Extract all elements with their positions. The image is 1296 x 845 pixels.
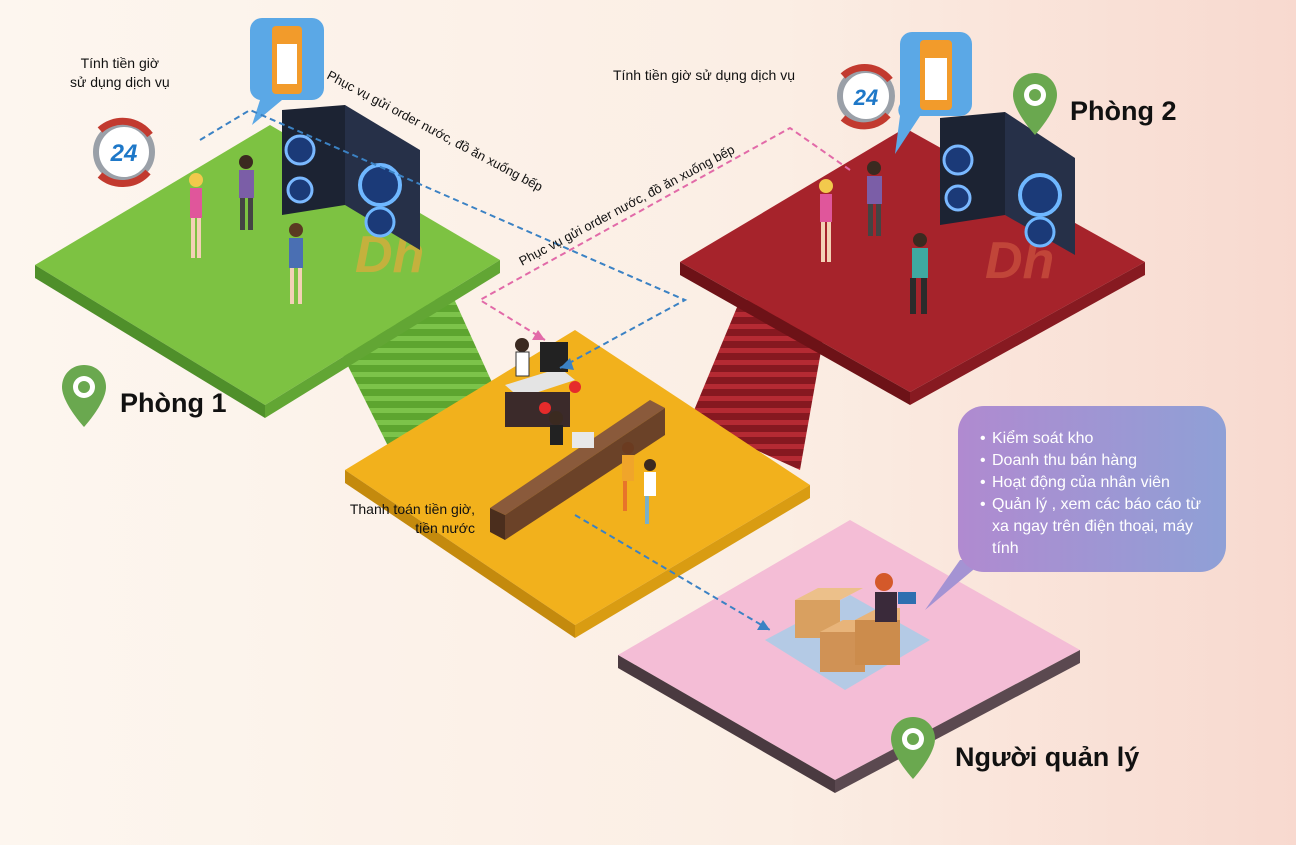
order-path-blue: [199, 108, 771, 631]
people-room1: [189, 155, 303, 304]
clock-24-text: 24: [110, 140, 138, 167]
manager-title: Người quản lý: [955, 742, 1140, 772]
arrow-head: [532, 330, 545, 340]
speaker-icon: [282, 105, 420, 250]
pos-device-icon: [249, 18, 324, 125]
location-pin-icon: [1013, 73, 1057, 135]
billing-label-room2: Tính tiền giờ sử dụng dịch vụ: [613, 67, 795, 83]
speaker-icon: [940, 112, 1075, 255]
arrow-head: [757, 620, 770, 630]
clock-24-text: 24: [853, 85, 878, 110]
manager-features-bubble: Kiểm soát kho Doanh thu bán hàng Hoạt độ…: [958, 406, 1226, 572]
room1-title: Phòng 1: [120, 388, 227, 418]
payment-label: Thanh toán tiền giờ, tiền nước: [349, 501, 475, 536]
billing-label-room1: Tính tiền giờ sử dụng dịch vụ: [70, 55, 170, 90]
room2-title: Phòng 2: [1070, 96, 1177, 126]
feature-item: Doanh thu bán hàng: [980, 450, 1212, 472]
feature-item: Kiểm soát kho: [980, 428, 1212, 450]
manager-features-list: Kiểm soát kho Doanh thu bán hàng Hoạt độ…: [980, 428, 1212, 560]
note-tail: [925, 560, 985, 610]
clock-24-icon: 24: [93, 117, 155, 188]
warehouse-boxes: [765, 573, 930, 690]
pos-device-icon: [895, 32, 972, 154]
location-pin-icon: [891, 717, 935, 779]
bar-counter: [490, 338, 665, 540]
clock-24-icon: 24: [837, 64, 895, 130]
people-room2: [819, 161, 928, 314]
stairs-room2: [690, 300, 830, 470]
order-path-pink: [478, 126, 851, 341]
box-icon: [795, 588, 863, 638]
feature-item: Hoạt động của nhân viên: [980, 472, 1212, 494]
feature-item: Quản lý , xem các báo cáo từ xa ngay trê…: [980, 494, 1212, 560]
location-pin-icon: [62, 365, 106, 427]
arrow-head: [560, 358, 574, 370]
